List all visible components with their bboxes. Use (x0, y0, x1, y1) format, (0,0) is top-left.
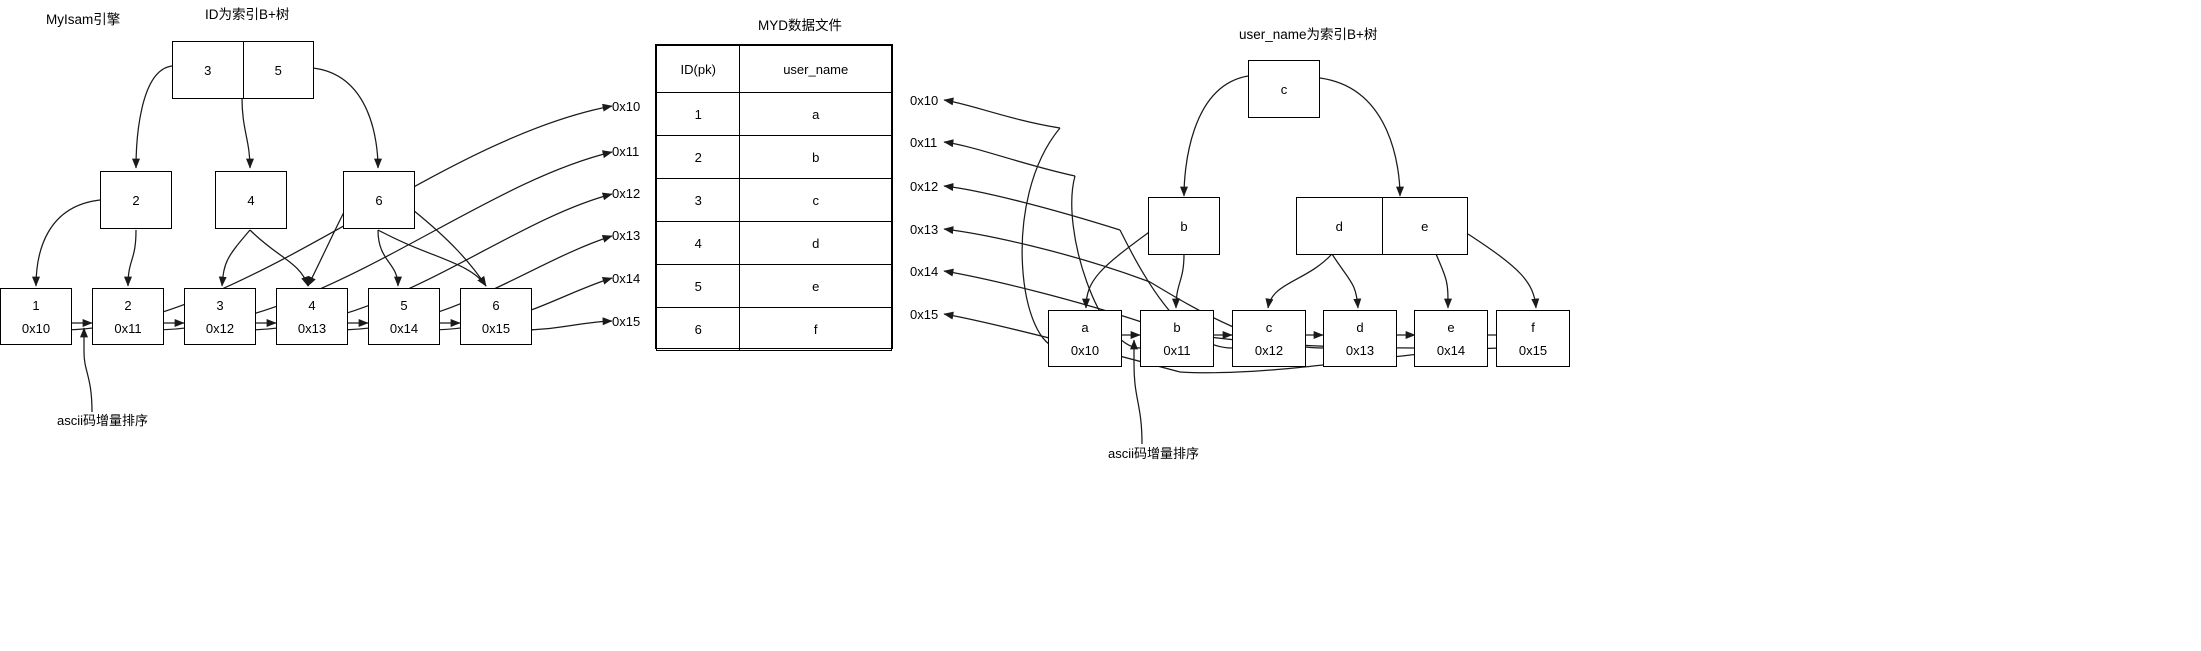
left-leaf-3-value: 4 (308, 297, 316, 313)
table-row[interactable]: 2 b (655, 135, 892, 179)
left-root-key-1: 5 (242, 42, 314, 98)
myd-address-left-5: 0x15 (612, 314, 641, 329)
myd-address-right-2: 0x12 (910, 179, 939, 194)
table-row[interactable]: 3 c (655, 178, 892, 222)
left-leaf-2-value: 3 (216, 297, 224, 313)
table-row[interactable]: 4 d (655, 221, 892, 265)
right-internal-1-key-1: e (1381, 198, 1468, 254)
left-leaf-4-value: 5 (400, 297, 408, 313)
left-leaf-1-address: 0x11 (114, 320, 142, 336)
left-tree-leaf-3[interactable]: 4 0x13 (276, 288, 348, 345)
table-row[interactable]: 1 a (655, 92, 892, 136)
left-tree-leaf-1[interactable]: 2 0x11 (92, 288, 164, 345)
right-tree-leaf-1[interactable]: b 0x11 (1140, 310, 1214, 367)
left-tree-internal-node-1[interactable]: 4 (215, 171, 287, 229)
left-tree-leaf-5[interactable]: 6 0x15 (460, 288, 532, 345)
right-tree-title: user_name为索引B+树 (1239, 27, 1378, 42)
myd-address-right-1: 0x11 (910, 135, 938, 150)
left-leaf-5-value: 6 (492, 297, 500, 313)
left-tree-leaf-0[interactable]: 1 0x10 (0, 288, 72, 345)
myd-address-left-1: 0x11 (612, 144, 640, 159)
right-leaf-5-address: 0x15 (1518, 342, 1548, 358)
left-tree-leaf-4[interactable]: 5 0x14 (368, 288, 440, 345)
myd-cell-name-0: a (739, 92, 892, 136)
right-tree-leaf-2[interactable]: c 0x12 (1232, 310, 1306, 367)
left-leaf-4-address: 0x14 (389, 320, 419, 336)
myd-cell-name-3: d (739, 221, 892, 265)
myd-address-left-2: 0x12 (612, 186, 641, 201)
table-row[interactable]: 5 e (655, 264, 892, 308)
myd-address-right-3: 0x13 (910, 222, 939, 237)
myd-address-left-0: 0x10 (612, 99, 641, 114)
left-leaf-1-value: 2 (124, 297, 132, 313)
myd-address-right-4: 0x14 (910, 264, 939, 279)
left-internal-2-key: 6 (375, 192, 383, 208)
right-tree-internal-node-1[interactable]: d e (1296, 197, 1468, 255)
right-sort-note: ascii码增量排序 (1108, 446, 1200, 461)
myd-col-header-0: ID(pk) (655, 45, 741, 93)
myd-address-left-4: 0x14 (612, 271, 641, 286)
myd-col-header-1: user_name (739, 45, 892, 93)
right-internal-0-key: b (1180, 218, 1188, 234)
left-tree-root-node[interactable]: 3 5 (172, 41, 314, 99)
myd-title: MYD数据文件 (758, 18, 842, 33)
myd-cell-id-5: 6 (655, 307, 741, 351)
left-leaf-0-address: 0x10 (21, 320, 51, 336)
myd-cell-id-1: 2 (655, 135, 741, 179)
right-leaf-4-address: 0x14 (1436, 342, 1466, 358)
right-leaf-2-address: 0x12 (1254, 342, 1284, 358)
left-tree-leaf-2[interactable]: 3 0x12 (184, 288, 256, 345)
myd-cell-name-4: e (739, 264, 892, 308)
right-tree-internal-node-0[interactable]: b (1148, 197, 1220, 255)
table-row[interactable]: 6 f (655, 307, 892, 351)
left-leaf-3-address: 0x13 (297, 320, 327, 336)
right-tree-leaf-4[interactable]: e 0x14 (1414, 310, 1488, 367)
right-leaf-5-value: f (1531, 319, 1535, 335)
left-internal-0-key: 2 (132, 192, 140, 208)
engine-title: MyIsam引擎 (46, 12, 121, 27)
right-tree-root-node[interactable]: c (1248, 60, 1320, 118)
right-leaf-1-address: 0x11 (1163, 342, 1191, 358)
left-leaf-0-value: 1 (32, 297, 40, 313)
left-tree-internal-node-0[interactable]: 2 (100, 171, 172, 229)
right-leaf-1-value: b (1173, 319, 1181, 335)
right-tree-leaf-0[interactable]: a 0x10 (1048, 310, 1122, 367)
right-leaf-3-address: 0x13 (1345, 342, 1375, 358)
right-tree-leaf-5[interactable]: f 0x15 (1496, 310, 1570, 367)
myd-address-right-0: 0x10 (910, 93, 939, 108)
myd-data-table: ID(pk) user_name 1 a 2 b 3 c 4 (655, 44, 893, 351)
right-root-key: c (1280, 81, 1288, 97)
myd-cell-name-2: c (739, 178, 892, 222)
right-leaf-0-value: a (1081, 319, 1089, 335)
left-root-key-0: 3 (204, 62, 212, 78)
left-tree-internal-node-2[interactable]: 6 (343, 171, 415, 229)
right-leaf-3-value: d (1356, 319, 1364, 335)
myd-cell-id-4: 5 (655, 264, 741, 308)
left-leaf-2-address: 0x12 (205, 320, 235, 336)
right-tree-leaf-3[interactable]: d 0x13 (1323, 310, 1397, 367)
right-leaf-0-address: 0x10 (1070, 342, 1100, 358)
myd-cell-name-1: b (739, 135, 892, 179)
myd-header-row: ID(pk) user_name (655, 45, 892, 93)
left-sort-note: ascii码增量排序 (57, 413, 149, 428)
myd-address-right-5: 0x15 (910, 307, 939, 322)
right-leaf-2-value: c (1265, 319, 1273, 335)
left-tree-title: ID为索引B+树 (205, 7, 290, 22)
myd-cell-id-3: 4 (655, 221, 741, 265)
myd-cell-id-0: 1 (655, 92, 741, 136)
myd-cell-id-2: 3 (655, 178, 741, 222)
right-leaf-4-value: e (1447, 319, 1455, 335)
left-internal-1-key: 4 (247, 192, 255, 208)
left-leaf-5-address: 0x15 (481, 320, 511, 336)
myd-cell-name-5: f (739, 307, 892, 351)
myd-address-left-3: 0x13 (612, 228, 641, 243)
right-internal-1-key-0: d (1335, 218, 1343, 234)
